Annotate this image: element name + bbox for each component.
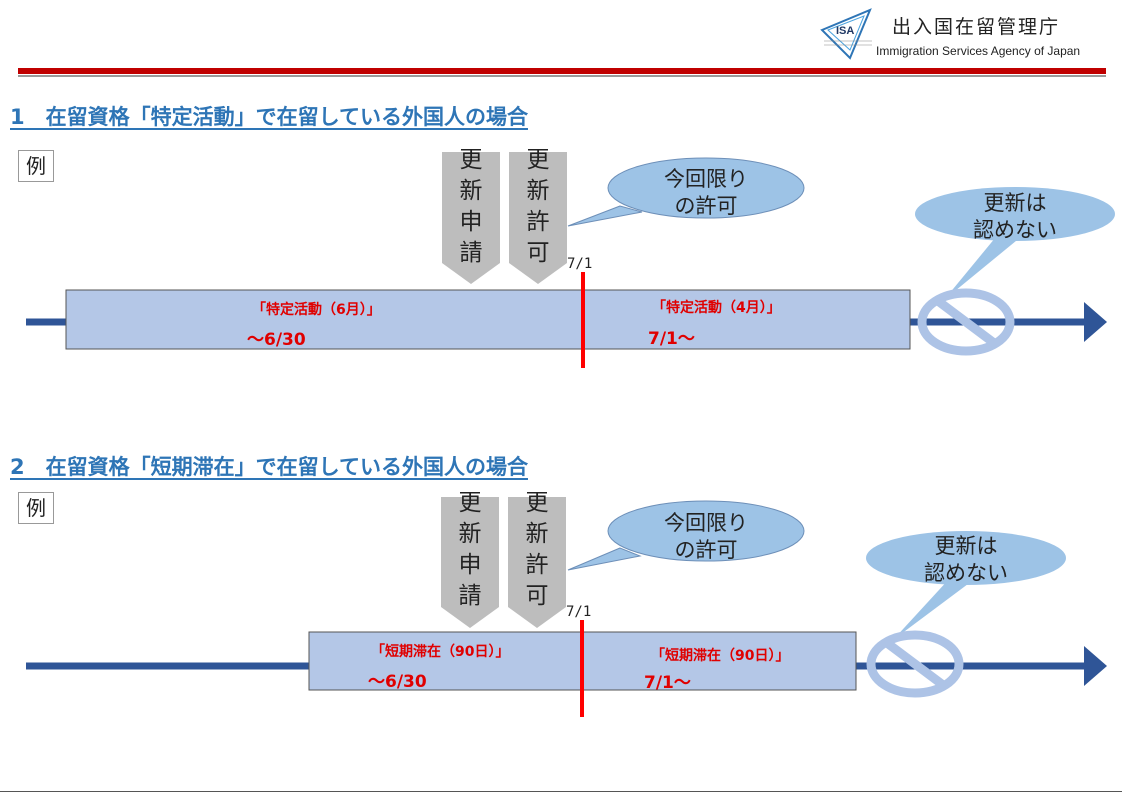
section-1-example-label: 例 <box>18 150 54 182</box>
section-2-title: 2 在留資格「短期滞在」で在留している外国人の場合 <box>10 455 528 479</box>
section-1-bubble-right-tail <box>944 232 1022 300</box>
section-1-bubble-left-line-2: の許可 <box>674 194 738 218</box>
section-2-example-label: 例 <box>18 492 54 524</box>
section-2-period-after-date: 7/1～ <box>644 673 691 693</box>
section-1-date-marker-label: 7/1 <box>567 256 593 272</box>
section-2-prohibited-icon <box>866 630 964 698</box>
section-1-renewal-application-label: 更新申請 <box>459 147 483 266</box>
section-1-period-after-label: 「特定活動（4月）」 <box>652 300 781 316</box>
section-2-arrowhead-icon <box>1084 646 1107 686</box>
section-1-renewal-permission-label: 更新許可 <box>526 147 550 266</box>
section-2-date-marker-label: 7/1 <box>566 604 592 620</box>
section-2-bubble-left <box>607 500 805 562</box>
section-2-bubble-right-tail <box>893 578 972 640</box>
section-1-period-after-date: 7/1～ <box>648 329 695 349</box>
agency-name-en: Immigration Services Agency of Japan <box>876 44 1081 58</box>
section-1-bubble-left-tail <box>567 205 643 227</box>
section-2-bubble-right <box>866 531 1066 585</box>
section-2-bubble-left-line-1: 今回限り <box>664 511 748 535</box>
section-1-bubble-left-line-1: 今回限り <box>664 167 748 191</box>
section-2-renewal-application-arrow <box>441 497 499 628</box>
section-1-title: 1 在留資格「特定活動」で在留している外国人の場合 <box>10 105 528 129</box>
agency-name-jp: 出入国在留管理庁 <box>892 16 1061 38</box>
section-1-prohibited-icon <box>917 288 1015 356</box>
section-2-period-before-date: ～6/30 <box>368 672 427 692</box>
section-1-bubble-left <box>607 157 805 219</box>
header-divider-gray <box>18 75 1106 77</box>
section-1-bubble-right <box>915 187 1115 241</box>
section-2-period-after-label: 「短期滞在（90日）」 <box>651 648 790 664</box>
footer-divider <box>0 791 1122 792</box>
section-2-bubble-left-line-2: の許可 <box>674 538 738 562</box>
section-2-renewal-permission-arrow <box>508 497 566 628</box>
section-1-bubble-right-line-2: 認めない <box>973 218 1057 242</box>
section-2-bubble-right-line-1: 更新は <box>934 534 998 558</box>
section-1-bubble-right-line-1: 更新は <box>983 191 1047 215</box>
logo-text: ISA <box>836 25 854 37</box>
section-1-period-before-date: ～6/30 <box>247 330 306 350</box>
section-2-renewal-permission-label: 更新許可 <box>525 490 549 609</box>
section-2-bubble-right-line-2: 認めない <box>924 561 1008 585</box>
section-1-renewal-permission-arrow <box>509 152 567 284</box>
section-2-renewal-application-label: 更新申請 <box>458 490 482 609</box>
section-2-period-before-label: 「短期滞在（90日）」 <box>371 644 510 660</box>
section-1-period-box <box>65 289 911 350</box>
isa-logo-icon: ISA <box>820 8 872 60</box>
section-1-arrowhead-icon <box>1084 302 1107 342</box>
header-divider-red <box>18 68 1106 74</box>
section-1-renewal-application-arrow <box>442 152 500 284</box>
section-1-period-before-label: 「特定活動（6月）」 <box>252 302 381 318</box>
section-2-bubble-left-tail <box>567 547 642 571</box>
